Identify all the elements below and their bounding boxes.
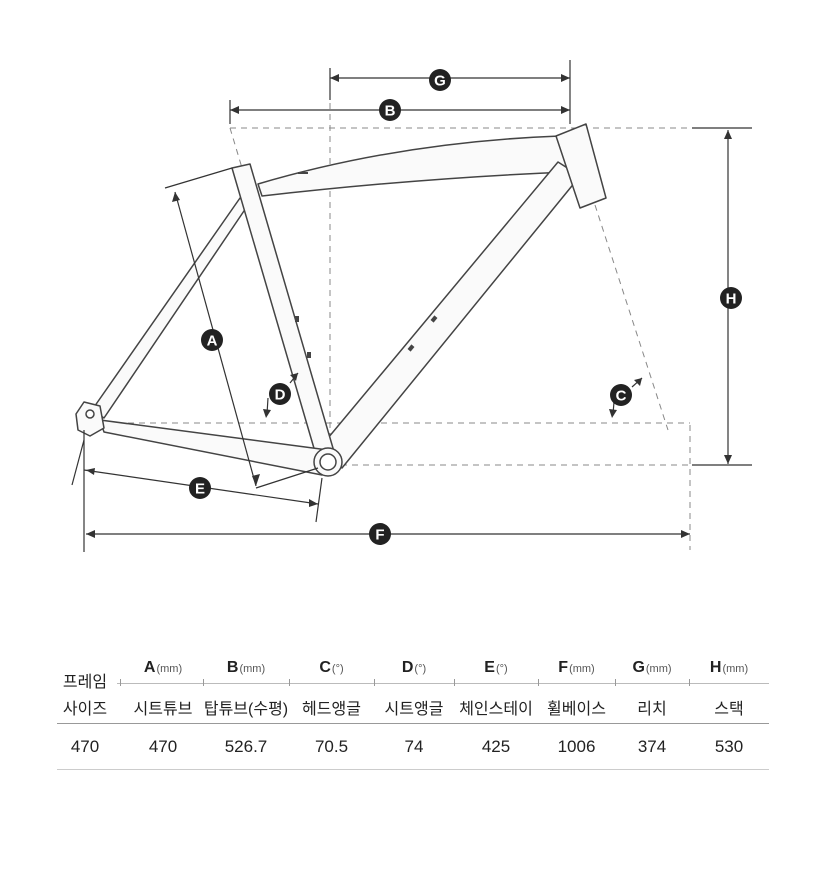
header-row-1: 프레임 A(mm) B(mm) C(°) D(°) E(°) F(mm) G(m… [57,655,769,691]
label-b: B [385,103,396,120]
chain-stay [99,419,329,476]
value-c: 70.5 [314,737,349,756]
dimension-arrowheads [86,74,732,538]
header-divider [117,683,769,684]
col-h-header: H(mm) [709,659,749,676]
col-c-header: C(°) [319,659,344,676]
label-f: F [375,527,384,544]
col-g-header: G(mm) [632,659,672,676]
col-b-header: B(mm) [226,659,266,676]
label-g-badge: G [429,69,451,91]
bottle-bosses [295,172,438,358]
reference-lines [95,70,691,550]
value-h: 530 [714,737,744,756]
col-f-header: F(mm) [558,659,595,676]
col-b-name: 탑튜브(수평) [203,701,289,718]
value-b: 526.7 [224,737,268,756]
col-d-header: D(°) [401,659,427,676]
col-a-name: 시트튜브 [133,701,193,718]
label-a: A [207,333,218,350]
head-tube [555,123,607,209]
value-a: 470 [148,737,178,756]
label-b-badge: B [379,99,401,121]
frame-header-line1: 프레임 [62,674,108,691]
col-h-name: 스택 [714,701,744,718]
label-d: D [275,387,286,404]
header-row-2: 사이즈 시트튜브 탑튜브(수평) 헤드앵글 시트앵글 체인스테이 휠베이스 리치… [57,695,769,719]
label-h: H [726,291,737,308]
top-tube [257,135,569,197]
col-a-header: A(mm) [143,659,183,676]
label-g: G [434,73,446,90]
size-value: 470 [70,737,100,756]
label-c: C [616,388,627,405]
label-a-badge: A [201,329,223,351]
col-e-name: 체인스테이 [459,701,533,718]
table-row: 470 470 526.7 70.5 74 425 1006 374 530 [57,737,769,761]
col-e-header: E(°) [484,659,508,676]
label-f-badge: F [369,523,391,545]
seat-tube [231,163,336,463]
label-d-badge: D [269,383,291,405]
col-f-name: 휠베이스 [547,701,606,718]
label-h-badge: H [720,287,742,309]
frame-header-line2: 사이즈 [62,701,108,718]
col-d-name: 시트앵글 [384,701,444,718]
angle-arrows [266,372,643,415]
col-c-name: 헤드앵글 [302,701,361,718]
label-e-badge: E [189,477,211,499]
value-e: 425 [481,737,511,756]
table-bottom-rule [57,769,769,770]
value-g: 374 [637,737,667,756]
seat-stay [91,197,249,419]
label-e: E [195,481,205,498]
header-bottom-rule [57,723,769,724]
bike-frame [75,123,607,477]
value-d: 74 [404,737,424,756]
label-c-badge: C [610,384,632,406]
col-g-name: 리치 [637,701,667,718]
bike-frame-geometry-diagram: G B H A D C E F [71,60,752,552]
value-f: 1006 [557,737,596,756]
down-tube [317,161,581,469]
rear-dropout [75,401,105,437]
